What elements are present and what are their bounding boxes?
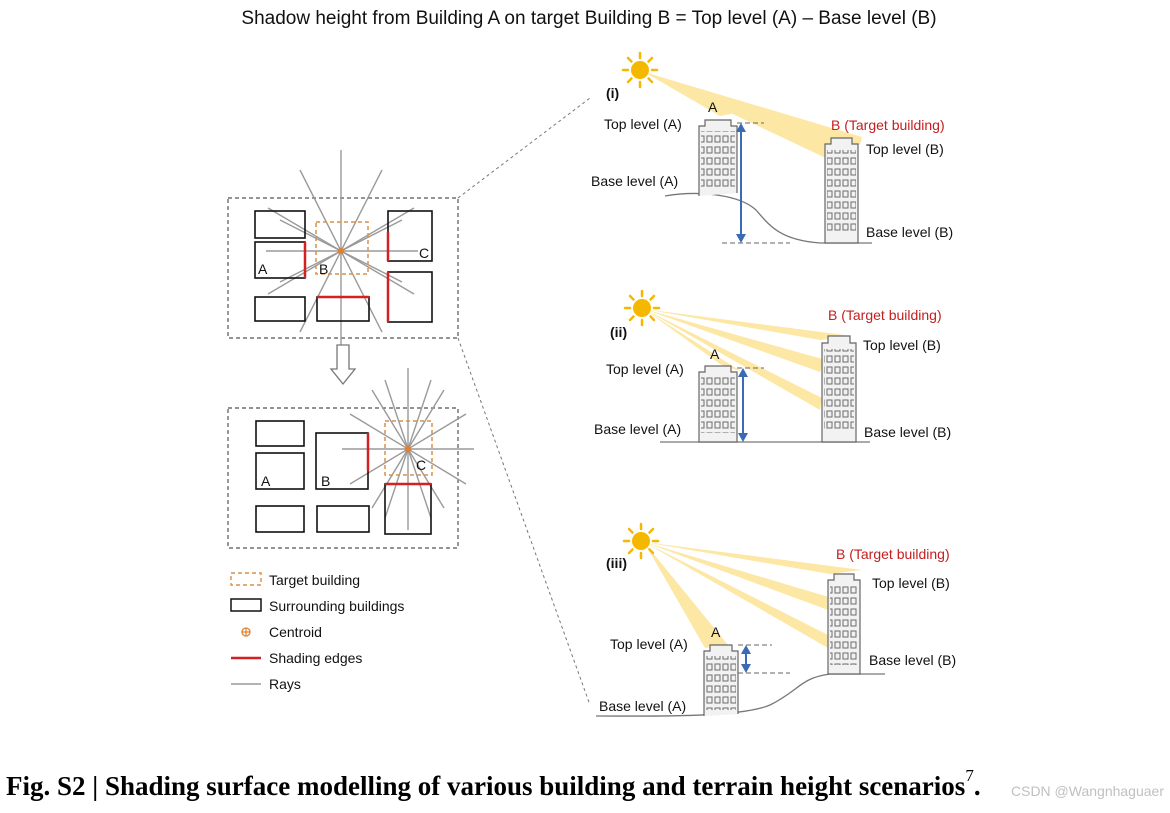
top-level-a-i: Top level (A): [604, 116, 682, 132]
target-label-iii: B (Target building): [836, 546, 950, 562]
base-level-b-ii: Base level (B): [864, 424, 951, 440]
building-bottom-4: [255, 505, 305, 533]
plan-view-bottom: A B C: [227, 368, 474, 549]
legend: Target building Surrounding buildings Ce…: [230, 572, 404, 692]
scenario-i: (i) A B (Target building) Top level (A) …: [591, 51, 953, 244]
centroid-top: [337, 247, 345, 255]
base-level-a-i: Base level (A): [591, 173, 678, 189]
top-level-a-iii: Top level (A): [610, 636, 688, 652]
building-a-bottom: [255, 452, 305, 490]
label-c-top: C: [419, 245, 429, 261]
scenario-tag-iii: (iii): [606, 555, 627, 571]
top-level-b-iii: Top level (B): [872, 575, 950, 591]
legend-surrounding-swatch: [230, 598, 262, 612]
label-a-top: A: [258, 261, 268, 277]
sun-beams-ii: [644, 309, 852, 410]
scenario-ii: (ii) A B (Target building) Top level (A)…: [594, 289, 951, 443]
top-level-a-ii: Top level (A): [606, 361, 684, 377]
sun-icon-ii: [623, 289, 661, 327]
height-arrow-ii: [738, 368, 748, 442]
target-label-ii: B (Target building): [828, 307, 942, 323]
base-level-a-iii: Base level (A): [599, 698, 686, 714]
terrain-iii: [595, 673, 885, 717]
zoom-connector: [457, 97, 591, 706]
building-top-6: [387, 271, 433, 323]
sun-icon-i: [621, 51, 659, 89]
label-b-bottom: B: [321, 473, 330, 489]
legend-shading-label: Shading edges: [269, 650, 362, 666]
terrain-i: [664, 192, 872, 244]
building-a-ii: [698, 365, 738, 443]
building-b-i: [824, 137, 859, 244]
legend-surrounding-label: Surrounding buildings: [269, 598, 404, 614]
target-building-c-bottom: [384, 420, 433, 476]
plan-frame-top: [227, 197, 459, 339]
sun-beams-i: [644, 72, 862, 160]
legend-centroid-label: Centroid: [269, 624, 322, 640]
height-arrow-i: [736, 123, 746, 243]
building-a-i: [698, 119, 738, 196]
base-level-b-i: Base level (B): [866, 224, 953, 240]
legend-rays-label: Rays: [269, 676, 301, 692]
shading-edges-bottom: [366, 433, 431, 486]
target-building-b-top: [315, 221, 369, 275]
building-top-1: [254, 210, 306, 239]
building-b-iii: [827, 573, 861, 675]
caption-reference: 7: [965, 766, 974, 785]
legend-target-swatch: [230, 572, 262, 586]
legend-target-label: Target building: [269, 572, 360, 588]
building-b-ii: [821, 335, 857, 443]
target-label-i: B (Target building): [831, 117, 945, 133]
label-a-ii: A: [710, 346, 720, 362]
top-level-b-ii: Top level (B): [863, 337, 941, 353]
watermark: CSDN @Wangnhaguaer: [1011, 783, 1164, 799]
centroid-bottom: [404, 445, 412, 453]
base-level-a-ii: Base level (A): [594, 421, 681, 437]
label-b-top: B: [319, 261, 328, 277]
label-c-bottom: C: [416, 457, 426, 473]
building-top-5: [316, 296, 370, 322]
sun-beams-iii: [644, 542, 862, 648]
height-arrow-iii: [741, 645, 751, 673]
scenario-tag-ii: (ii): [610, 324, 627, 340]
caption-text: Fig. S2 | Shading surface modelling of v…: [6, 771, 966, 801]
building-bottom-1: [255, 420, 305, 447]
transition-arrow: [329, 344, 357, 386]
caption-end: .: [973, 771, 981, 801]
base-level-b-iii: Base level (B): [869, 652, 956, 668]
top-level-b-i: Top level (B): [866, 141, 944, 157]
centroid-icon: [241, 627, 251, 637]
scenario-tag-i: (i): [606, 85, 619, 101]
building-top-4: [254, 296, 306, 322]
building-a-iii: [703, 644, 739, 716]
figure-caption: Fig. S2 | Shading surface modelling of v…: [6, 766, 981, 802]
label-a-bottom: A: [261, 473, 271, 489]
plan-frame-bottom: [227, 407, 459, 549]
shading-edges-top: [303, 232, 390, 322]
plan-view-top: A B C: [227, 150, 459, 350]
sun-icon-iii: [622, 522, 660, 560]
formula-title: Shadow height from Building A on target …: [241, 8, 936, 29]
label-a-iii: A: [711, 624, 721, 640]
building-bottom-5: [316, 505, 370, 533]
scenario-iii: (iii) A B (Target building) Top level (A…: [595, 522, 956, 717]
label-a-i: A: [708, 99, 718, 115]
